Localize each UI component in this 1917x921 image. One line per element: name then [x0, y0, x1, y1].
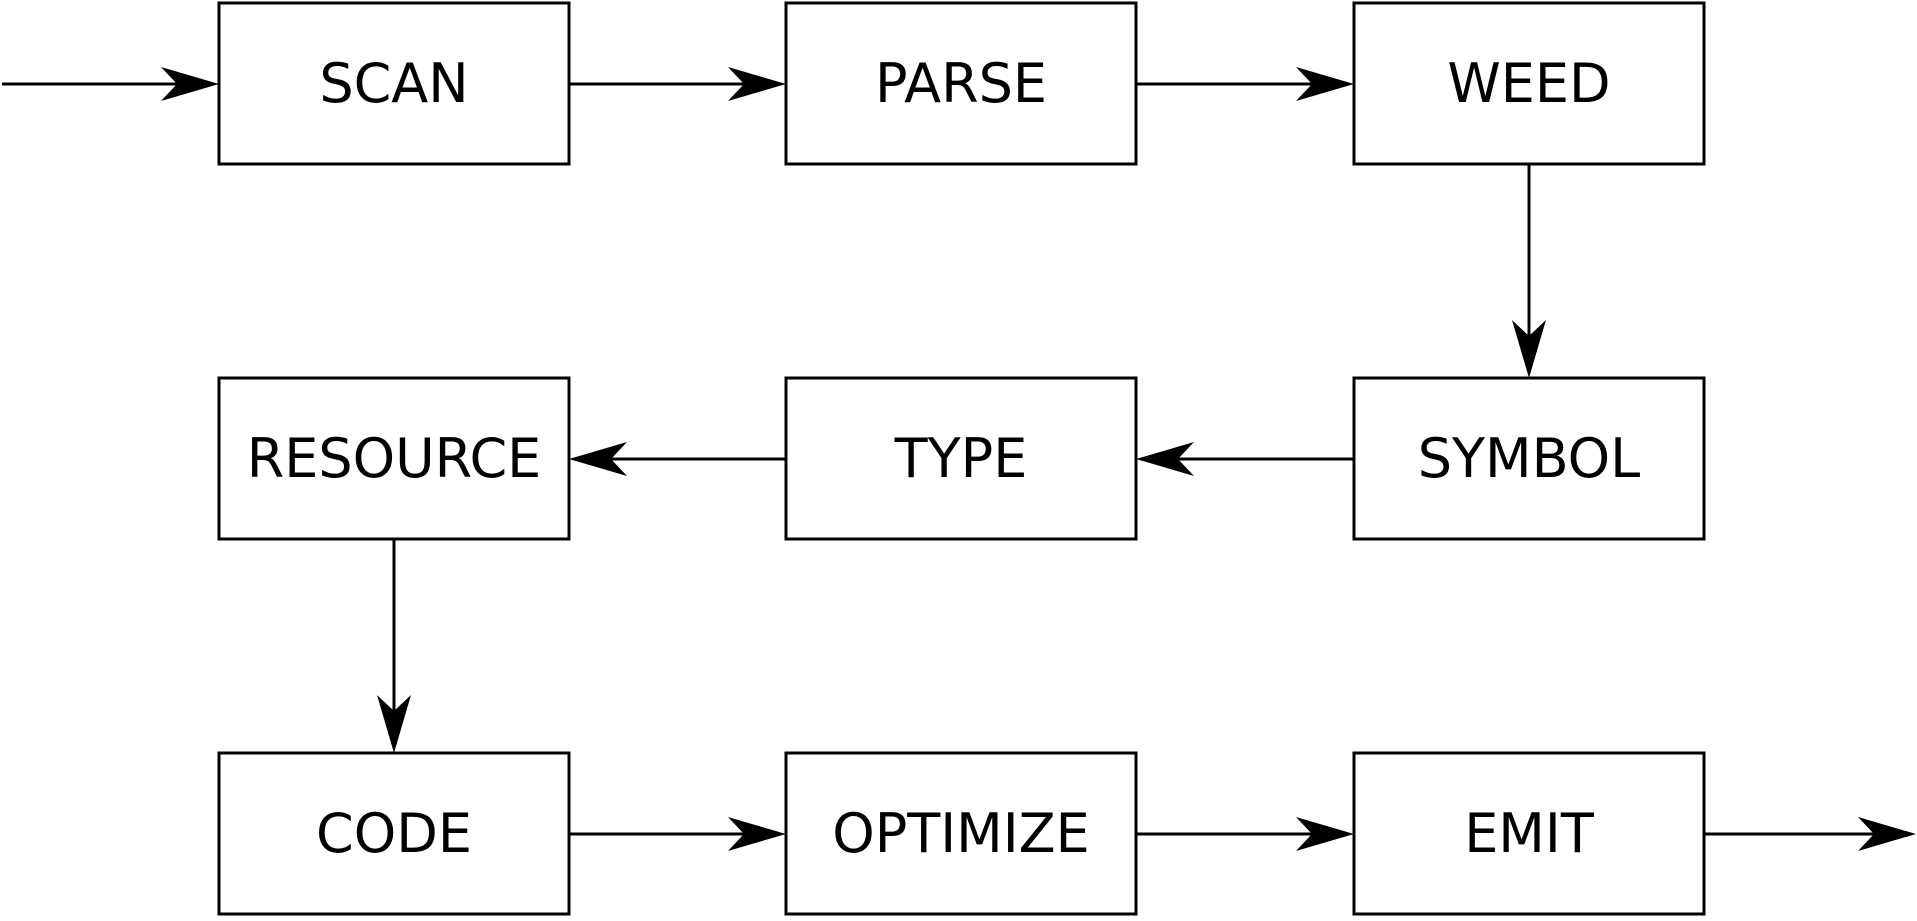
input-arrow — [2, 67, 219, 101]
parse-to-weed-arrow — [1136, 67, 1354, 101]
symbol-label: SYMBOL — [1418, 427, 1641, 490]
emit-box: EMIT — [1352, 751, 1706, 916]
scan-label: SCAN — [319, 52, 468, 115]
resource-label: RESOURCE — [247, 427, 542, 490]
scan-to-parse-arrow — [569, 67, 786, 101]
optimize-box: OPTIMIZE — [784, 751, 1138, 916]
code-to-optimize-arrow — [569, 817, 786, 851]
weed-label: WEED — [1447, 52, 1610, 115]
symbol-box: SYMBOL — [1352, 376, 1706, 541]
scan-box: SCAN — [217, 1, 571, 166]
resource-to-code-arrow — [377, 539, 411, 753]
parse-label: PARSE — [875, 52, 1047, 115]
code-label: CODE — [316, 802, 472, 865]
symbol-to-type-arrow — [1136, 442, 1354, 476]
output-arrow — [1704, 817, 1916, 851]
parse-box: PARSE — [784, 1, 1138, 166]
emit-label: EMIT — [1464, 802, 1595, 865]
weed-box: WEED — [1352, 1, 1706, 166]
weed-to-symbol-arrow — [1512, 164, 1546, 378]
type-label: TYPE — [894, 427, 1028, 490]
resource-box: RESOURCE — [217, 376, 571, 541]
optimize-to-emit-arrow — [1136, 817, 1354, 851]
type-to-resource-arrow — [569, 442, 786, 476]
code-box: CODE — [217, 751, 571, 916]
type-box: TYPE — [784, 376, 1138, 541]
optimize-label: OPTIMIZE — [832, 802, 1090, 865]
